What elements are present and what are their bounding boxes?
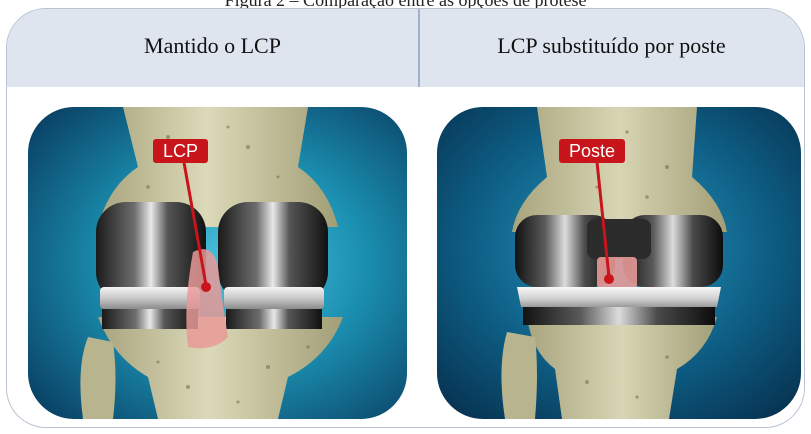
header-row: Mantido o LCP LCP substituído por poste <box>7 9 804 87</box>
left-knee-image: LCP <box>28 107 407 419</box>
right-knee-image: Poste <box>437 107 801 419</box>
callout-poste: Poste <box>559 139 625 163</box>
comparison-figure: Mantido o LCP LCP substituído por poste <box>6 8 805 428</box>
panel-title-left: Mantido o LCP <box>7 33 418 59</box>
callout-lcp: LCP <box>153 139 208 163</box>
panel-title-right: LCP substituído por poste <box>419 33 804 59</box>
